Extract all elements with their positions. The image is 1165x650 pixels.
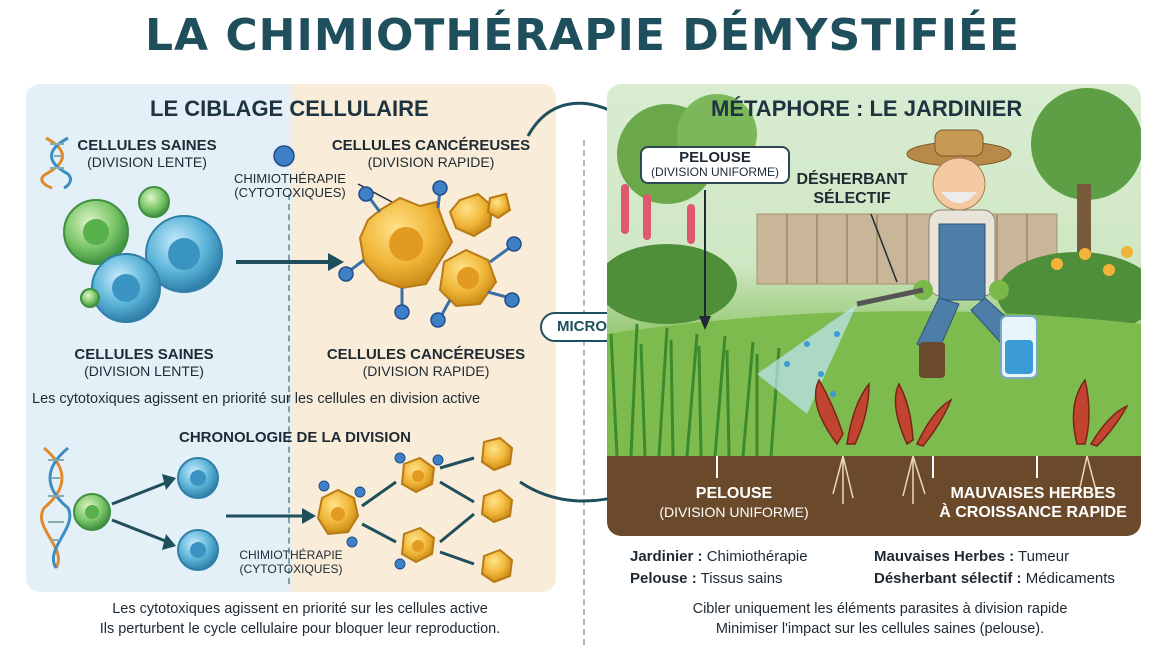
healthy-cells-label-bottom: CELLULES SAINES(DIVISION LENTE) <box>74 346 214 379</box>
dna-icon <box>40 446 72 569</box>
legend-lawn: Pelouse : Tissus sains <box>630 570 783 587</box>
dna-icon <box>40 136 72 190</box>
legend-weeds: Mauvaises Herbes : Tumeur <box>874 548 1070 565</box>
metaphor-title: MÉTAPHORE : LE JARDINIER <box>711 96 1023 121</box>
center-divider <box>583 140 585 645</box>
legend-herbicide: Désherbant sélectif : Médicaments <box>874 570 1115 587</box>
division-chronology-illustration <box>73 436 514 584</box>
chemo-label-bottom: CHIMIOTHÉRAPIE(CYTOTOXIQUES) <box>239 548 343 576</box>
right-footer: Cibler uniquement les éléments parasites… <box>692 601 1068 637</box>
cancer-cells-label-bottom: CELLULES CANCÉREUSES(DIVISION RAPIDE) <box>326 346 526 379</box>
healthy-cells-illustration <box>63 186 223 323</box>
legend-left: Jardinier : Chimiothérapie Pelouse : Tis… <box>630 546 808 590</box>
priority-sentence: Les cytotoxiques agissent en priorité su… <box>32 391 481 407</box>
left-footer: Les cytotoxiques agissent en priorité su… <box>99 601 501 637</box>
lawn-ground-label: PELOUSE(DIVISION UNIFORME) <box>659 485 809 520</box>
healthy-cells-label-top: CELLULES SAINES(DIVISION LENTE) <box>77 137 217 170</box>
cell-targeting-panel <box>26 84 556 592</box>
chemo-molecule-icon <box>273 145 393 203</box>
cancer-cells-label-top: CELLULES CANCÉREUSES(DIVISION RAPIDE) <box>331 137 531 170</box>
gardener-figure <box>856 129 1038 379</box>
garden-illustration <box>607 88 1141 504</box>
lawn-callout: PELOUSE(DIVISION UNIFORME) <box>640 146 790 184</box>
legend-gardener: Jardinier : Chimiothérapie <box>630 548 808 565</box>
arrow-icon <box>236 253 344 271</box>
cell-targeting-title: LE CIBLAGE CELLULAIRE <box>150 96 429 121</box>
chemo-label-top: CHIMIOTHÉRAPIE(CYTOTOXIQUES) <box>234 171 346 200</box>
panel-divider <box>288 194 290 584</box>
division-chronology-title: CHRONOLOGIE DE LA DIVISION <box>179 429 411 446</box>
cancer-cells-illustration <box>338 180 522 328</box>
legend-right: Mauvaises Herbes : Tumeur Désherbant sél… <box>874 546 1115 590</box>
main-title: LA CHIMIOTHÉRAPIE DÉMYSTIFIÉE <box>144 10 1021 61</box>
